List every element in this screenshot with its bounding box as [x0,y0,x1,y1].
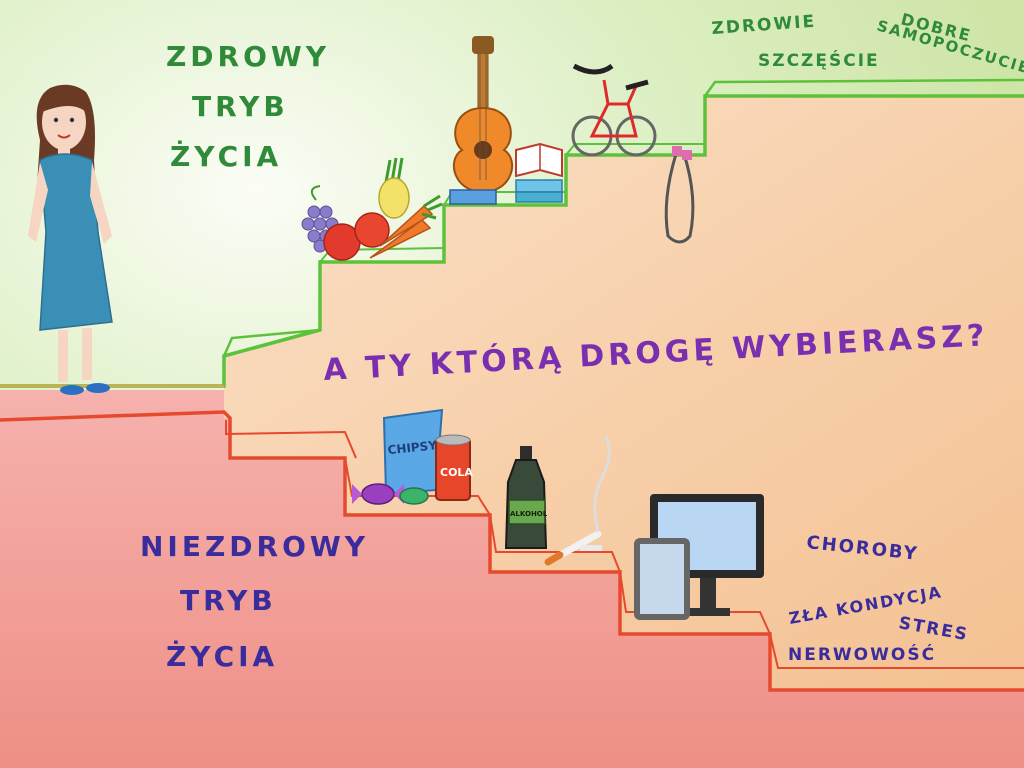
guitar-drawing [452,36,514,194]
healthy-title-line-2: TRYB [192,90,289,123]
unhealthy-title-line-2: TRYB [180,584,277,617]
tablet-drawing [634,538,690,620]
jump-rope-drawing [664,146,695,244]
cigarette-drawing [544,435,611,566]
cola-label: COLA [440,466,473,479]
alcohol-label: ALKOHOL [510,510,548,518]
unhealthy-background [0,390,1024,768]
benefit-happiness: SZCZĘŚCIE [758,49,880,71]
chips-bag-drawing: CHIPSY [382,408,444,496]
effect-nervousness: NERWOWOŚĆ [788,643,936,665]
alcohol-bottle-drawing: ALKOHOL [504,446,548,549]
chips-label: CHIPSY [387,438,438,457]
fruits-vegetables-drawing [301,157,443,261]
cola-can-drawing: COLA [435,434,473,501]
healthy-stairs [0,94,1024,388]
unhealthy-title-line-3: ŻYCIA [166,639,278,673]
unhealthy-title-line-1: NIEZDROWY [140,530,369,563]
healthy-title-line-3: ŻYCIA [170,139,282,173]
girl-figure [28,84,113,395]
candies-drawing [352,483,429,505]
healthy-title-line-1: ZDROWY [166,40,330,73]
bicycle-drawing [571,63,657,157]
books-drawing [449,142,563,205]
